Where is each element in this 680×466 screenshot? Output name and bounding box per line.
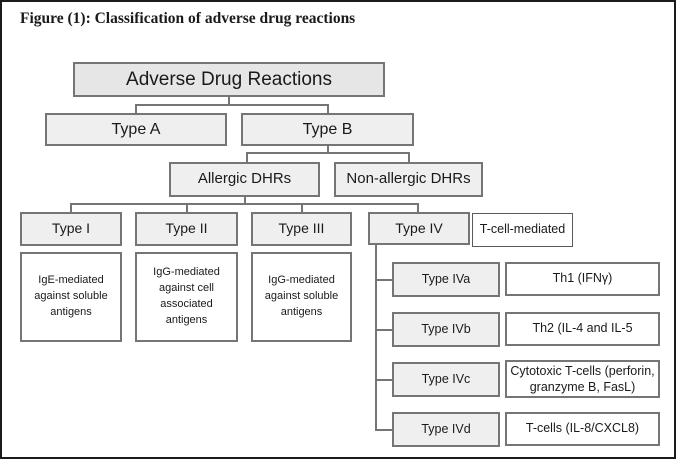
connector-line — [327, 146, 329, 154]
connector-line — [70, 203, 419, 205]
desc-type-ii: IgG-mediated against cell associated ant… — [135, 252, 238, 342]
connector-line — [408, 152, 410, 162]
node-non-allergic-dhrs: Non-allergic DHRs — [334, 162, 483, 197]
desc-type-ivd: T-cells (IL-8/CXCL8) — [505, 412, 660, 446]
figure-title: Figure (1): Classification of adverse dr… — [20, 10, 356, 27]
connector-line — [246, 152, 248, 162]
node-type-i: Type I — [20, 212, 122, 246]
connector-line — [375, 329, 393, 331]
connector-line — [70, 203, 72, 212]
node-type-ivd: Type IVd — [392, 412, 500, 447]
node-type-a: Type A — [45, 113, 227, 146]
node-type-ivb: Type IVb — [392, 312, 500, 347]
connector-line — [186, 203, 188, 212]
node-type-iii: Type III — [251, 212, 352, 246]
figure-border — [0, 0, 676, 459]
connector-line — [301, 203, 303, 212]
connector-line — [375, 245, 377, 431]
connector-line — [375, 379, 393, 381]
desc-type-iii: IgG-mediated against soluble antigens — [251, 252, 352, 342]
connector-line — [375, 429, 393, 431]
connector-line — [135, 104, 137, 113]
node-type-b: Type B — [241, 113, 414, 146]
node-type-ivc: Type IVc — [392, 362, 500, 397]
node-type-iva: Type IVa — [392, 262, 500, 297]
node-adverse-drug-reactions: Adverse Drug Reactions — [73, 62, 385, 97]
desc-type-ivc: Cytotoxic T-cells (perforin, granzyme B,… — [505, 360, 660, 398]
connector-line — [246, 152, 410, 154]
connector-line — [244, 197, 246, 204]
connector-line — [228, 97, 230, 105]
connector-line — [417, 203, 419, 212]
connector-line — [135, 104, 329, 106]
connector-line — [375, 279, 393, 281]
connector-line — [327, 104, 329, 113]
desc-type-i: IgE-mediated against soluble antigens — [20, 252, 122, 342]
desc-type-ivb: Th2 (IL-4 and IL-5 — [505, 312, 660, 346]
node-t-cell-mediated-note: T-cell-mediated — [472, 213, 573, 247]
desc-type-iva: Th1 (IFNγ) — [505, 262, 660, 296]
node-type-ii: Type II — [135, 212, 238, 246]
node-allergic-dhrs: Allergic DHRs — [169, 162, 320, 197]
node-type-iv: Type IV — [368, 212, 470, 245]
